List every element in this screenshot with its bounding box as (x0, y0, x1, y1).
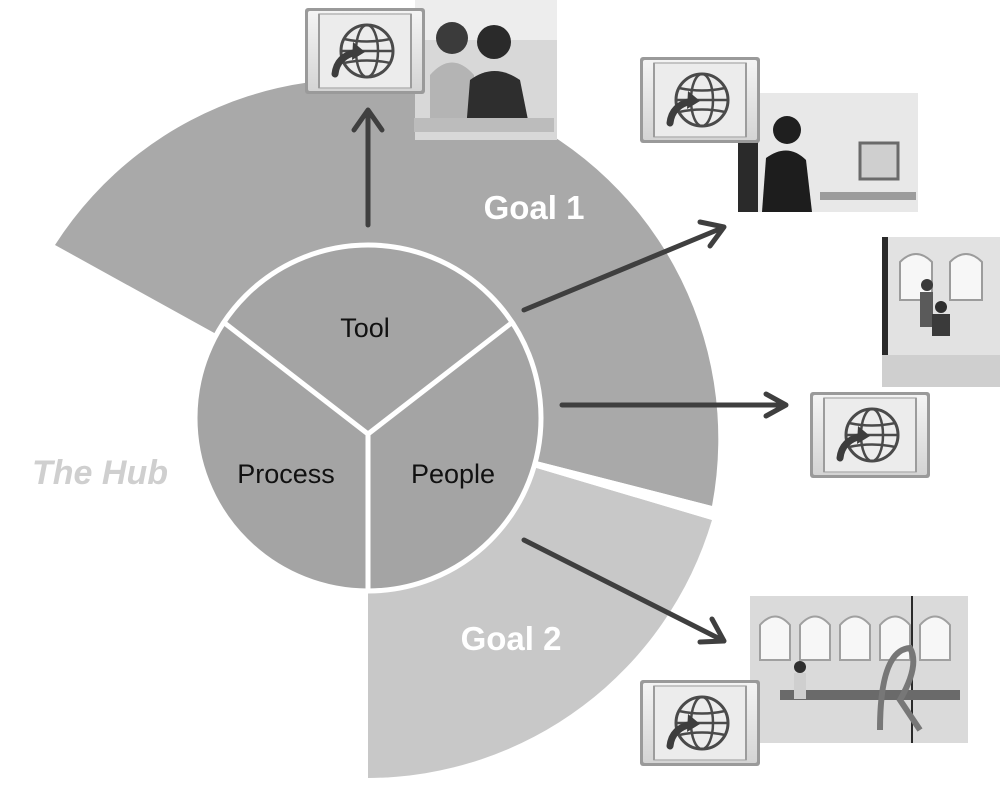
hub-segment-process: Process (237, 459, 335, 489)
arrow-goal1-photo (521, 219, 727, 313)
hub-segment-people: People (411, 459, 495, 489)
goal1-label: Goal 1 (484, 189, 585, 226)
photo-conference-room (750, 596, 968, 743)
the-hub-label: The Hub (32, 454, 168, 492)
hub-segment-tool: Tool (340, 313, 390, 343)
globe-window-icon (640, 680, 760, 766)
globe-window-icon (640, 57, 760, 143)
globe-window-icon (810, 392, 930, 478)
hub-circle (192, 242, 544, 594)
arrow-up (351, 107, 385, 228)
photo-two-people (414, 0, 557, 140)
arrow-right (559, 391, 789, 419)
globe-window-icon (305, 8, 425, 94)
photo-office-windows (882, 237, 1000, 387)
goal2-label: Goal 2 (461, 620, 562, 657)
arrow-goal2-photo (521, 537, 727, 645)
photo-woman-computer (738, 93, 918, 212)
